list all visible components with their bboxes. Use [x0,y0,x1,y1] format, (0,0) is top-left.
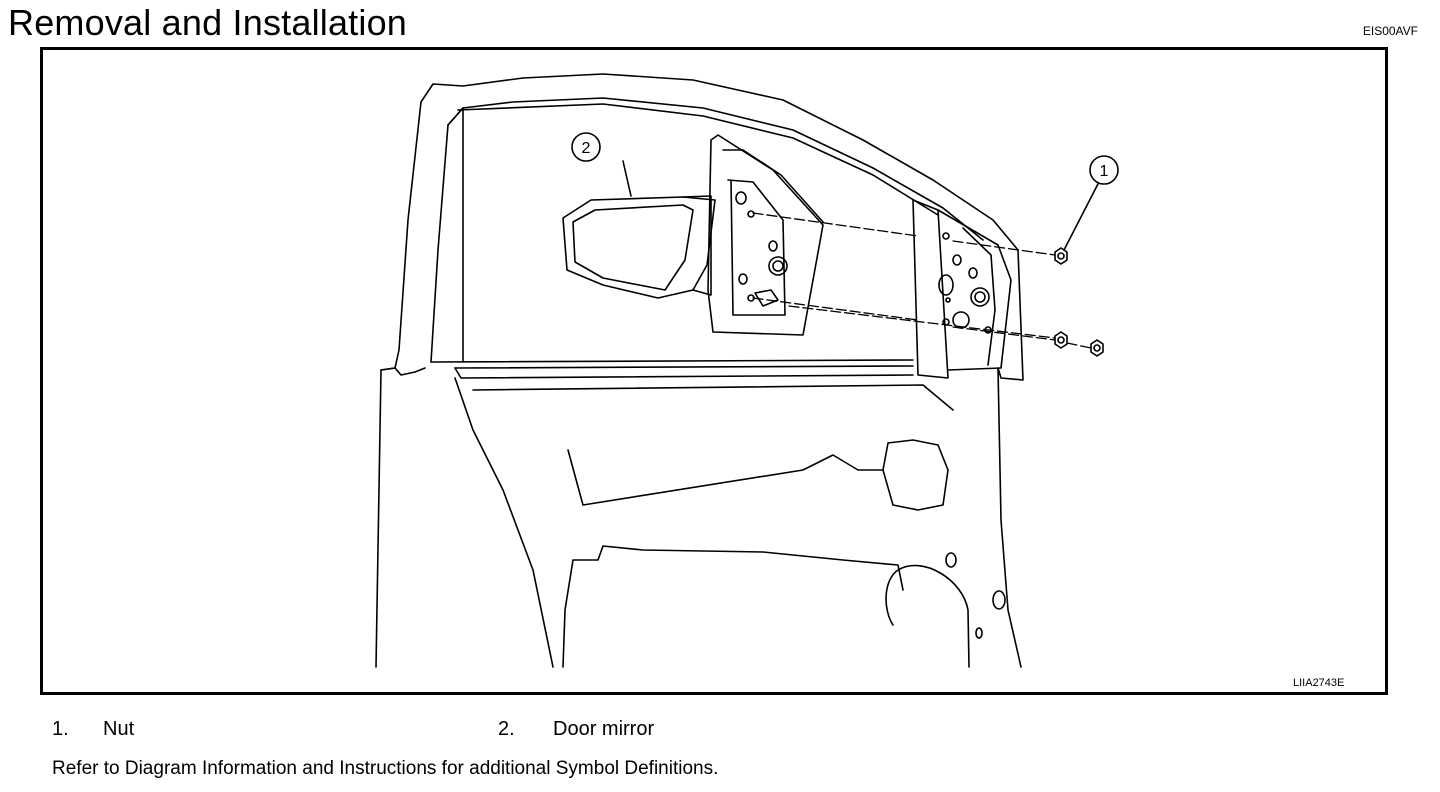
mirror-base [707,134,824,336]
callout-1-label: 1 [1100,163,1109,180]
legend-number: 2. [498,718,515,740]
legend-label: Nut [103,718,135,740]
callout-1: 1 [1089,155,1119,185]
door-mirror-drawing: 2 1 [375,73,1119,668]
figure-code: LIIA2743E [1293,677,1345,689]
door-frame-inner [430,97,984,363]
door-mirror-illustration: 2 1 LIIA2743E [40,47,1388,695]
document-code: EIS00AVF [1362,24,1418,38]
page-title: Removal and Installation [8,2,408,43]
door-frame-outer [375,73,1024,668]
legend-number: 1. [52,718,69,740]
legend-label: Door mirror [553,718,655,740]
callout-2: 2 [571,132,601,162]
door-b-pillar [912,199,949,379]
nut-part [1054,247,1104,357]
window-sill [430,359,914,369]
symbol-definitions-note: Refer to Diagram Information and Instruc… [52,758,719,779]
callout-2-label: 2 [582,140,591,157]
door-mirror-housing [562,196,716,299]
